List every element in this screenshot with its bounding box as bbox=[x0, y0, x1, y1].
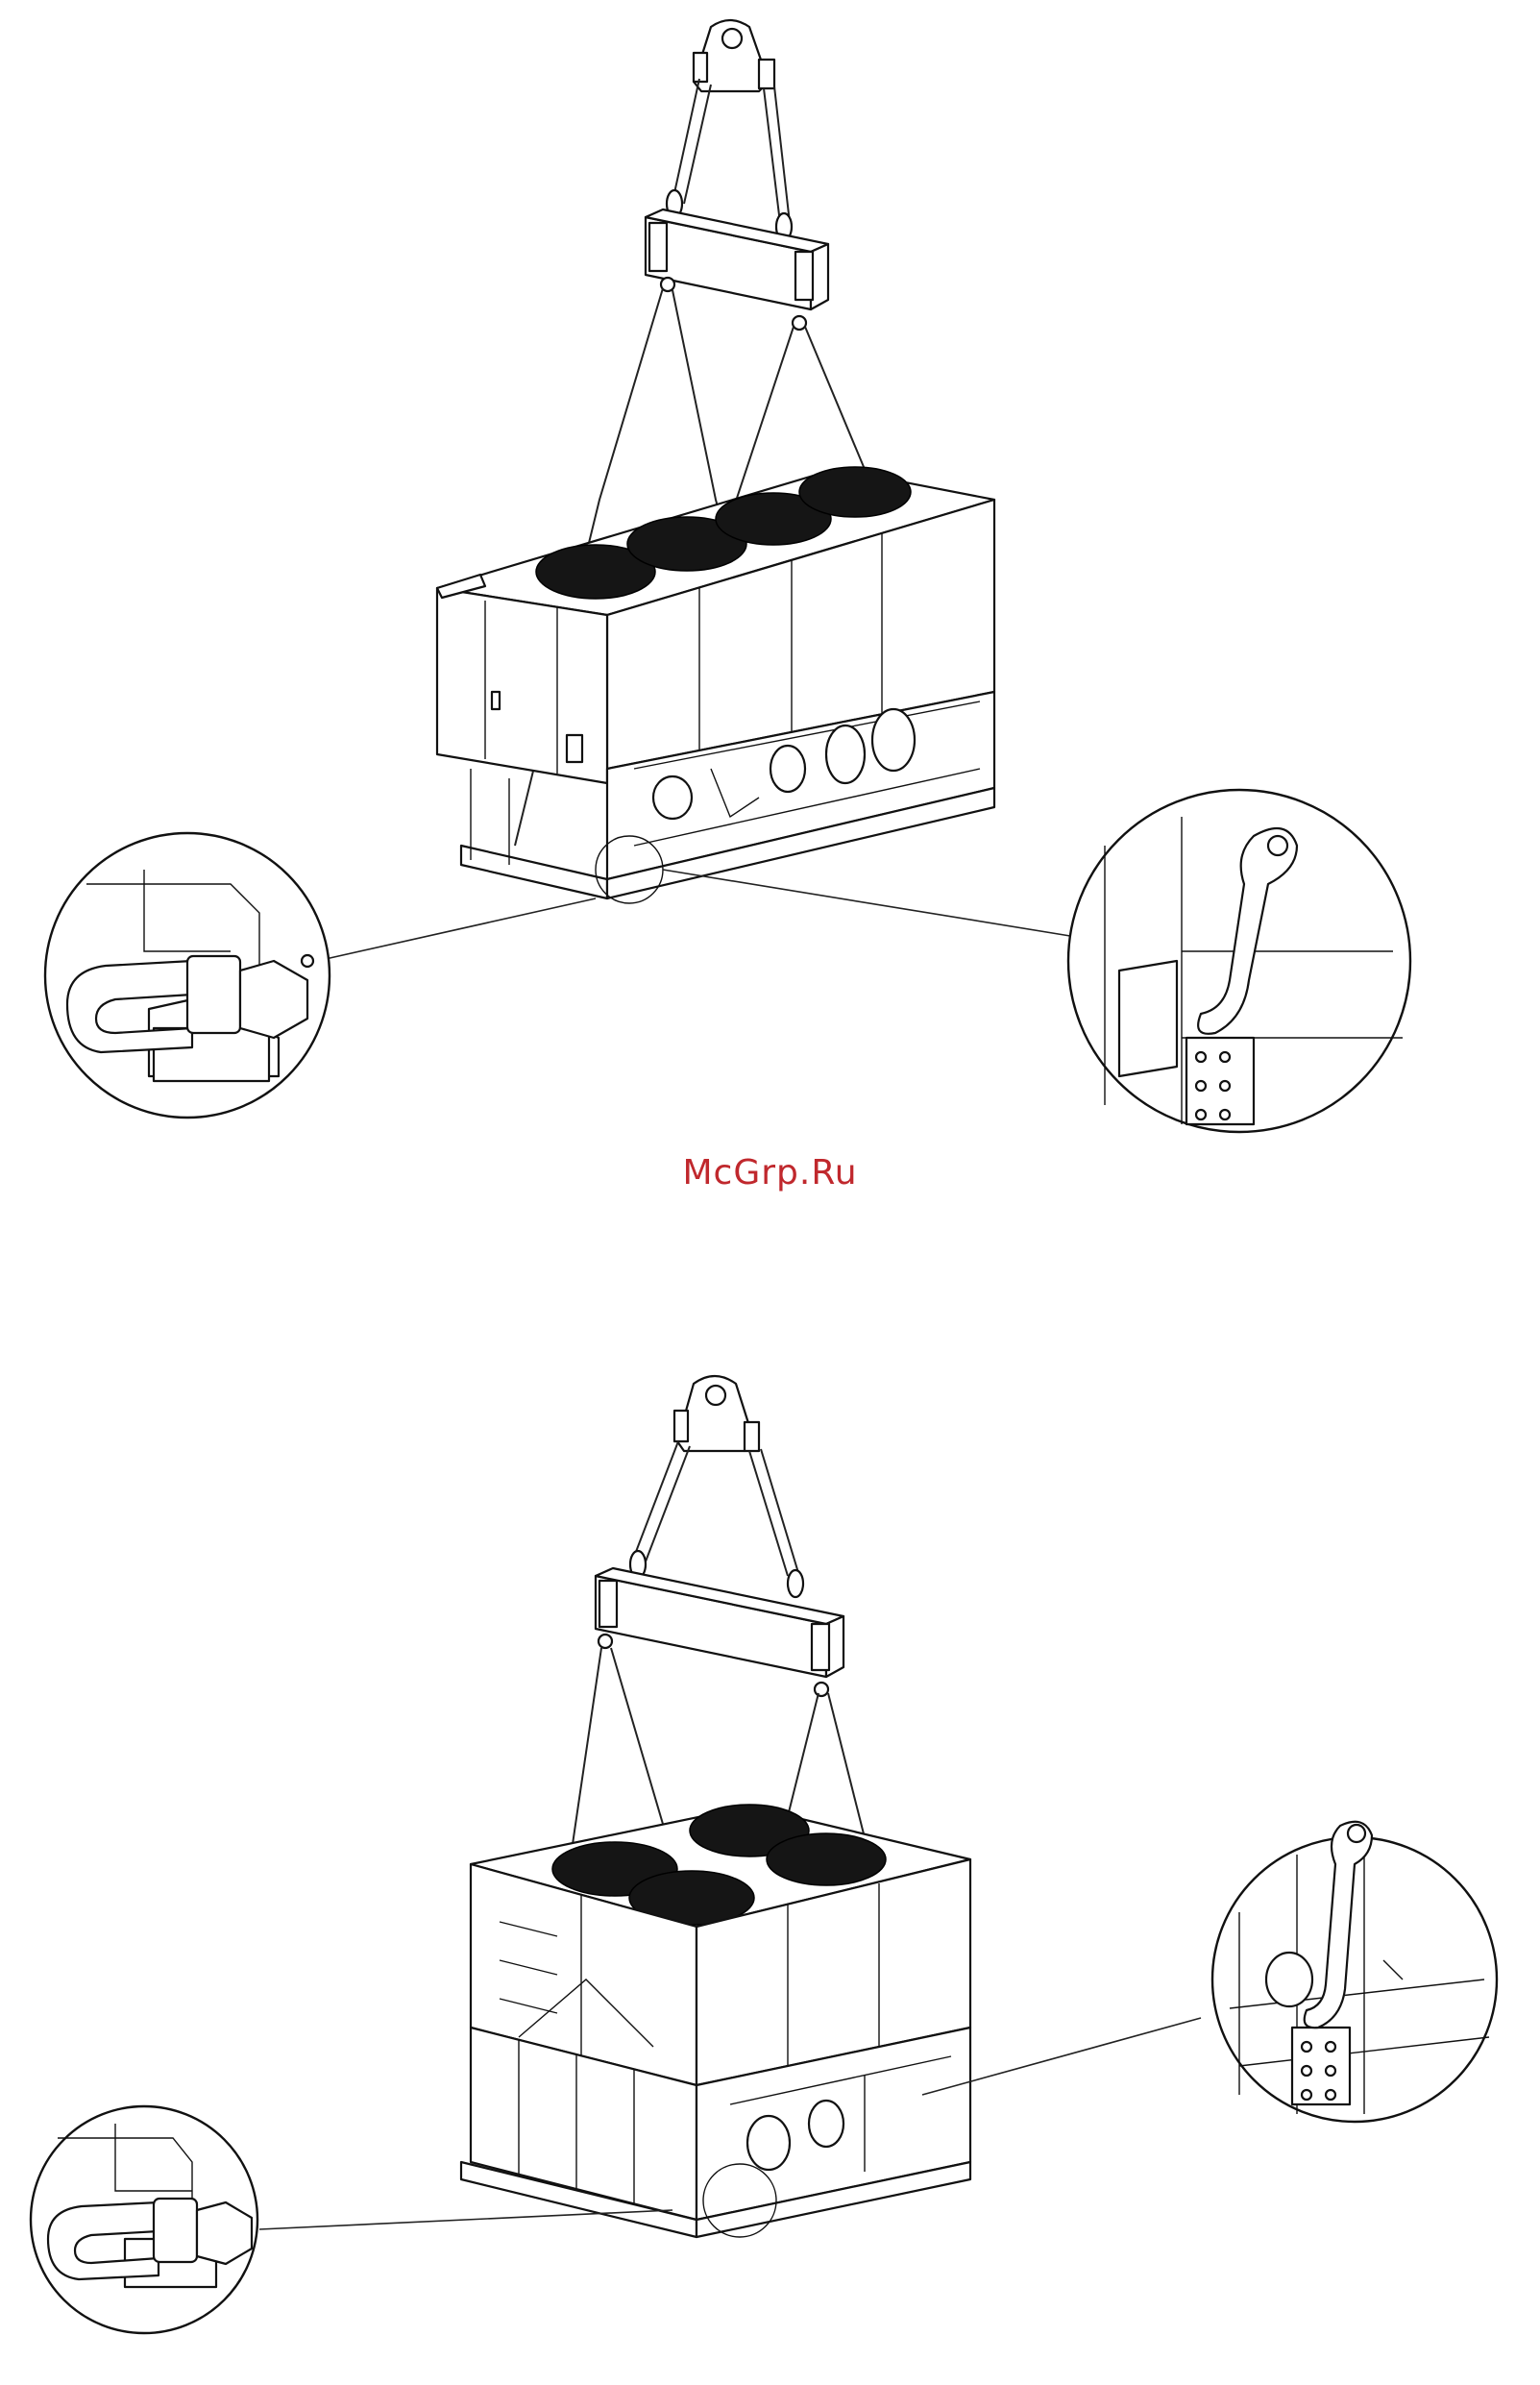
bottom-upper-slings bbox=[630, 1441, 803, 1597]
bottom-leader-left bbox=[259, 2210, 672, 2229]
top-hook-detail bbox=[1068, 790, 1410, 1132]
bottom-hook-detail bbox=[1212, 1822, 1497, 2122]
watermark-text: McGrp.Ru bbox=[0, 1153, 1540, 1192]
top-leader-right bbox=[663, 870, 1076, 937]
top-leader-left bbox=[317, 898, 596, 961]
top-shackle-pin-detail bbox=[45, 833, 330, 1118]
bottom-lifting-assembly bbox=[31, 1376, 1497, 2333]
top-lifting-eye bbox=[694, 20, 774, 91]
top-chiller-unit bbox=[437, 467, 994, 898]
top-lifting-assembly bbox=[45, 20, 1410, 1132]
top-spreader-beam bbox=[646, 209, 828, 330]
bottom-spreader-beam bbox=[596, 1568, 843, 1696]
bottom-lifting-eye bbox=[674, 1376, 759, 1451]
bottom-shackle-pin-detail bbox=[31, 2106, 257, 2333]
